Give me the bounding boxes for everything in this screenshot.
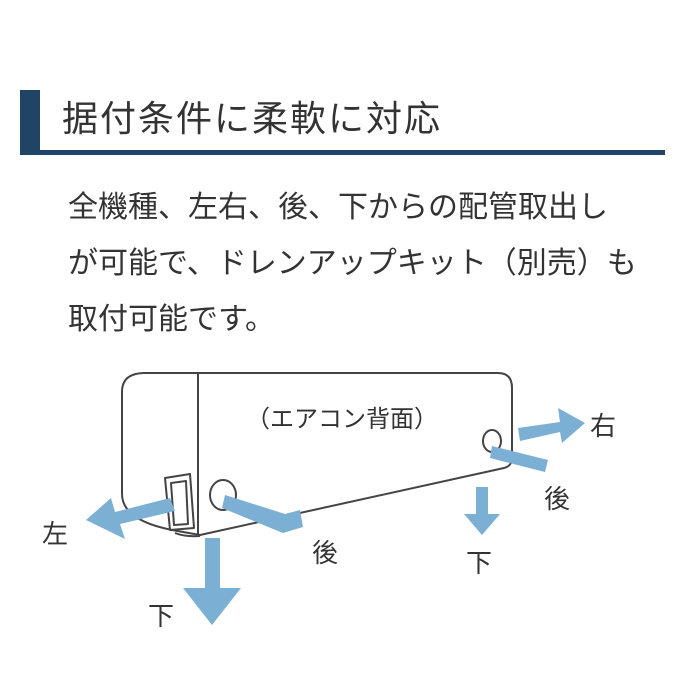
arrow-back-right [490,446,548,472]
aircon-outline [121,372,513,536]
label-back-right: 後 [544,485,570,515]
aircon-bottom-edge [174,532,201,538]
arrow-right [518,408,585,443]
arrow-down-right [464,487,500,535]
heading-underline [40,150,665,155]
arrow-back-left [222,495,303,533]
arrow-down-left [183,538,241,625]
left-pipe-opening-inner [170,480,189,526]
aircon-unit [121,372,513,538]
label-back-left: 後 [312,539,338,569]
aircon-rear-label: （エアコン背面） [246,405,438,433]
label-right: 右 [590,412,616,442]
section-heading: 据付条件に柔軟に対応 [62,99,443,140]
description-line-1: 全機種、左右、後、下からの配管取出し [68,190,608,225]
left-pipe-opening [164,473,195,531]
label-down-left: 下 [148,602,174,632]
label-left: 左 [42,520,68,550]
back-hole-left [209,479,237,511]
direction-arrows [86,408,585,625]
description-line-3: 取付可能です。 [68,302,275,337]
description-text: 全機種、左右、後、下からの配管取出し が可能で、ドレンアップキット（別売）も 取… [68,180,688,348]
description-line-2: が可能で、ドレンアップキット（別売）も [68,246,637,281]
piping-diagram: （エアコン背面） 左 下 後 右 後 下 [42,372,616,632]
heading-accent-bar [20,90,40,155]
label-down-right: 下 [466,549,492,579]
arrow-left [86,498,175,539]
